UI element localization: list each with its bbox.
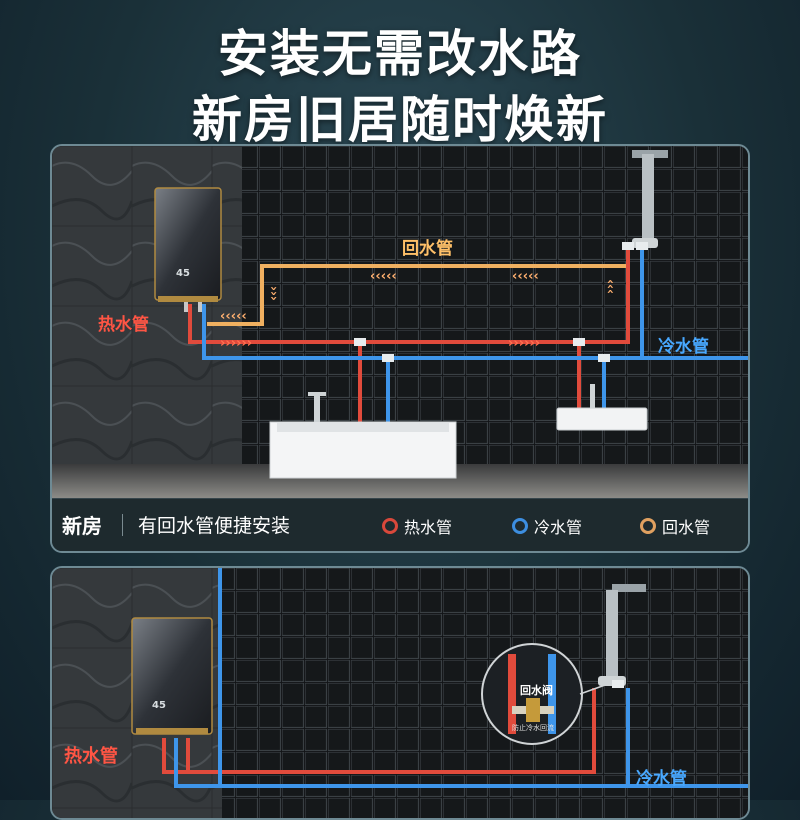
svg-text:››››››: ›››››› bbox=[220, 336, 252, 351]
return-ring-icon bbox=[640, 518, 656, 534]
legend-hot-label: 热水管 bbox=[404, 518, 453, 537]
shower-column bbox=[606, 590, 618, 686]
valve-sub-label: 防止冷水回流 bbox=[512, 723, 554, 732]
hot-flow-arrows: ›››››› ›››››› bbox=[220, 336, 540, 351]
cold-pipe bbox=[174, 568, 748, 788]
new-home-panel: ›››››› ›››››› ‹‹‹‹‹ ‹‹‹‹‹ ‹‹‹‹‹ ››› ››› … bbox=[50, 144, 750, 553]
wash-basin bbox=[556, 384, 648, 431]
hot-ring-icon bbox=[382, 518, 398, 534]
heater-display: 45 bbox=[152, 700, 166, 711]
hot-pipe bbox=[162, 688, 596, 774]
return-pipe-label: 回水管 bbox=[402, 238, 453, 259]
cold-pipe-label: 冷水管 bbox=[636, 768, 687, 789]
pipe-fittings bbox=[354, 242, 648, 362]
legend-cold: 冷水管 bbox=[512, 514, 582, 538]
new-home-scene: ›››››› ›››››› ‹‹‹‹‹ ‹‹‹‹‹ ‹‹‹‹‹ ››› ››› … bbox=[52, 146, 748, 499]
hot-pipe-label: 热水管 bbox=[64, 745, 118, 767]
headline-line-1: 安装无需改水路 bbox=[218, 25, 582, 83]
hot-pipe-label: 热水管 bbox=[98, 314, 149, 335]
svg-text:››››››: ›››››› bbox=[508, 336, 540, 351]
cold-pipe bbox=[202, 248, 748, 426]
shower-column bbox=[642, 154, 654, 244]
cold-pipe-label: 冷水管 bbox=[658, 336, 709, 357]
svg-text:›››: ››› bbox=[603, 279, 617, 294]
legend-hot: 热水管 bbox=[382, 514, 452, 538]
svg-text:›››: ››› bbox=[267, 286, 281, 301]
svg-text:‹‹‹‹‹: ‹‹‹‹‹ bbox=[220, 309, 247, 324]
water-heater bbox=[154, 187, 222, 312]
old-home-scene: 45 回水阀 防止冷水回流 热水管 冷水管 bbox=[52, 568, 748, 818]
legend-cold-label: 冷水管 bbox=[534, 518, 583, 537]
shower-head bbox=[612, 584, 646, 592]
svg-text:‹‹‹‹‹: ‹‹‹‹‹ bbox=[512, 269, 539, 284]
caption-divider bbox=[122, 514, 123, 536]
headline-line-2: 新房旧居随时焕新 bbox=[192, 91, 608, 149]
water-heater bbox=[131, 617, 213, 735]
caption-tag: 新房 bbox=[62, 514, 102, 538]
valve-label: 回水阀 bbox=[520, 683, 553, 697]
caption-bar: 新房 有回水管便捷安装 热水管 冷水管 回水管 bbox=[52, 498, 748, 551]
heater-display: 45 bbox=[176, 268, 190, 279]
old-home-panel: 45 回水阀 防止冷水回流 热水管 冷水管 bbox=[50, 566, 750, 820]
caption-description: 有回水管便捷安装 bbox=[138, 515, 291, 537]
return-flow-arrows: ‹‹‹‹‹ ‹‹‹‹‹ ‹‹‹‹‹ ››› ››› bbox=[220, 269, 617, 324]
bathtub bbox=[269, 392, 457, 479]
tile-wall bbox=[242, 146, 748, 466]
legend-return-label: 回水管 bbox=[662, 518, 711, 537]
legend-return: 回水管 bbox=[640, 514, 710, 538]
cold-ring-icon bbox=[512, 518, 528, 534]
return-valve-callout bbox=[481, 643, 624, 745]
svg-text:‹‹‹‹‹: ‹‹‹‹‹ bbox=[370, 269, 397, 284]
